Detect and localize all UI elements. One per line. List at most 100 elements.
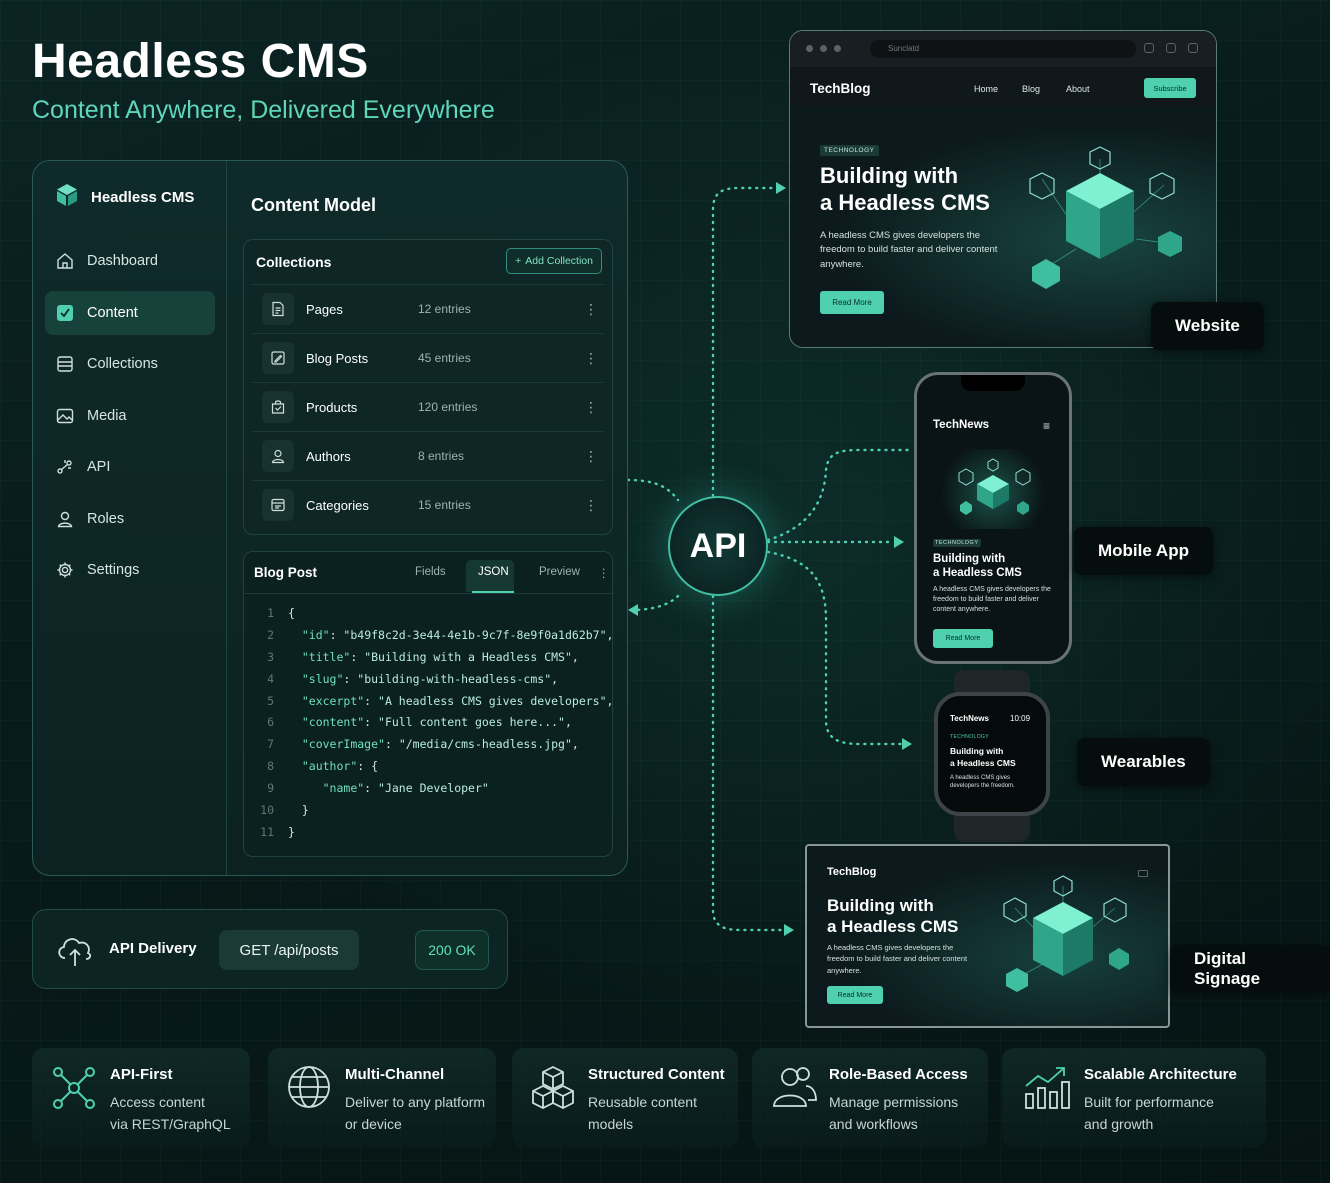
feature-desc: Access content: [110, 1094, 205, 1110]
cms-logo-icon: [55, 183, 79, 212]
collection-count: 8 entries: [418, 449, 465, 463]
sidebar-item-content[interactable]: Content: [45, 290, 215, 335]
more-options-icon[interactable]: ⋮: [584, 447, 598, 464]
json-punct: [288, 672, 302, 694]
sidebar-item-dashboard[interactable]: Dashboard: [45, 239, 215, 283]
more-options-icon[interactable]: ⋮: [584, 300, 598, 317]
nav-link-about[interactable]: About: [1066, 84, 1090, 94]
window-dot-icon: [820, 45, 827, 52]
json-key: "title": [301, 649, 351, 664]
collection-row-pages[interactable]: Pages 12 entries ⋮: [252, 284, 604, 333]
sidebar-item-label: Settings: [87, 562, 140, 578]
code-line: 6 "content": "Full content goes here..."…: [244, 715, 614, 737]
line-number: 10: [260, 803, 274, 818]
article-heading-line-2: a Headless CMS: [820, 190, 990, 215]
watch-app-logo: TechNews: [950, 714, 989, 723]
watch-time: 10:09: [1010, 714, 1031, 723]
cube-graphic: [958, 458, 1031, 515]
sidebar-item-roles[interactable]: Roles: [45, 497, 215, 541]
collection-row-blog-posts[interactable]: Blog Posts 45 entries ⋮: [252, 333, 604, 382]
json-punct: ,: [606, 693, 614, 708]
json-string: "A headless CMS gives developers": [378, 693, 607, 708]
more-options-icon[interactable]: ⋮: [584, 349, 598, 366]
more-options-icon[interactable]: ⋮: [584, 398, 598, 415]
feature-title: Role-Based Access: [829, 1066, 968, 1083]
add-collection-button[interactable]: + Add Collection: [506, 248, 602, 274]
hamburger-menu-icon[interactable]: ≡: [1043, 419, 1051, 433]
tab-preview[interactable]: Preview: [539, 566, 580, 578]
feature-desc: or device: [345, 1116, 402, 1132]
cloud-upload-icon: [55, 932, 95, 973]
code-line: 2 "id": "b49f8c2d-3e44-4e1b-9c7f-8e9f0a1…: [244, 628, 614, 650]
more-options-icon[interactable]: ⋮: [584, 496, 598, 513]
tab-overflow-icon[interactable]: ⋮: [598, 568, 610, 580]
window-dot-icon: [834, 45, 841, 52]
website-mockup: Sunclatd TechBlog Home Blog About Subscr…: [789, 30, 1217, 348]
nav-link-home[interactable]: Home: [974, 84, 999, 94]
collection-count: 15 entries: [418, 498, 471, 512]
read-more-button[interactable]: Read More: [933, 629, 993, 648]
phone-notch: [961, 375, 1025, 391]
collection-row-products[interactable]: Products 120 entries ⋮: [252, 382, 604, 431]
page-subtitle: Content Anywhere, Delivered Everywhere: [32, 96, 495, 124]
shopping-bag-icon: [262, 391, 294, 423]
json-punct: ,: [571, 649, 579, 664]
collection-name: Pages: [306, 301, 343, 317]
json-punct: :: [350, 649, 365, 664]
collection-row-authors[interactable]: Authors 8 entries ⋮: [252, 431, 604, 480]
json-punct: ,: [564, 715, 572, 730]
json-punct: ,: [606, 627, 614, 642]
browser-button-icon: [1166, 43, 1176, 53]
nav-link-blog[interactable]: Blog: [1022, 84, 1041, 94]
line-number: 9: [267, 781, 274, 796]
api-request-chip[interactable]: GET /api/posts: [219, 930, 359, 970]
address-bar[interactable]: Sunclatd: [870, 40, 1136, 58]
line-number: 8: [267, 759, 274, 774]
cube-network-graphic: [1003, 875, 1129, 992]
read-more-button[interactable]: Read More: [820, 291, 884, 314]
line-number: 1: [267, 606, 274, 620]
brand-name: Headless CMS: [91, 189, 195, 206]
tab-json[interactable]: JSON: [478, 566, 509, 578]
sidebar-item-media[interactable]: Media: [45, 394, 215, 438]
subscribe-button[interactable]: Subscribe: [1144, 78, 1196, 98]
category-tag: TECHNOLOGY: [950, 734, 990, 740]
api-icon: [55, 457, 75, 477]
code-line: 10 }: [244, 803, 614, 825]
users-icon: [770, 1064, 818, 1115]
connector-website: [711, 186, 778, 498]
sidebar-item-settings[interactable]: Settings: [45, 548, 215, 592]
feature-card-scalable-architecture: Scalable Architecture Built for performa…: [1002, 1048, 1266, 1148]
category-tag: TECHNOLOGY: [933, 539, 981, 547]
tab-fields[interactable]: Fields: [415, 566, 446, 578]
connector-cms-in: [626, 478, 680, 502]
editor-title: Blog Post: [254, 565, 317, 580]
json-punct: [288, 650, 302, 672]
json-string: "b49f8c2d-3e44-4e1b-9c7f-8e9f0a1d62b7": [343, 627, 607, 642]
line-number: 11: [260, 824, 274, 839]
sidebar-item-collections[interactable]: Collections: [45, 342, 215, 386]
json-code[interactable]: 1{2 "id": "b49f8c2d-3e44-4e1b-9c7f-8e9f0…: [244, 606, 614, 847]
code-line: 11}: [244, 825, 614, 847]
sidebar-nav: Dashboard Content Collections Media API …: [45, 239, 215, 600]
user-icon: [262, 440, 294, 472]
sidebar-item-label: Media: [87, 407, 127, 424]
connector-cms-out: [630, 594, 680, 612]
cubes-icon: [530, 1064, 576, 1115]
line-number: 5: [267, 693, 274, 708]
browser-button-icon: [1188, 43, 1198, 53]
json-punct: [288, 628, 302, 650]
read-more-button[interactable]: Read More: [827, 986, 883, 1004]
site-logo[interactable]: TechBlog: [810, 81, 871, 96]
article-heading-line-2: a Headless CMS: [950, 758, 1016, 768]
screen-indicator-icon: [1138, 870, 1148, 877]
json-key: "content": [301, 715, 365, 730]
json-punct: ,: [551, 671, 559, 686]
collection-name: Products: [306, 399, 358, 415]
article-heading-line-1: Building with: [820, 163, 959, 188]
arrow-wearable: [902, 738, 912, 750]
collection-row-categories[interactable]: Categories 15 entries ⋮: [252, 480, 604, 529]
digital-signage-label: Digital Signage: [1170, 945, 1330, 993]
sidebar-item-api[interactable]: API: [45, 445, 215, 489]
collection-count: 45 entries: [418, 351, 471, 365]
